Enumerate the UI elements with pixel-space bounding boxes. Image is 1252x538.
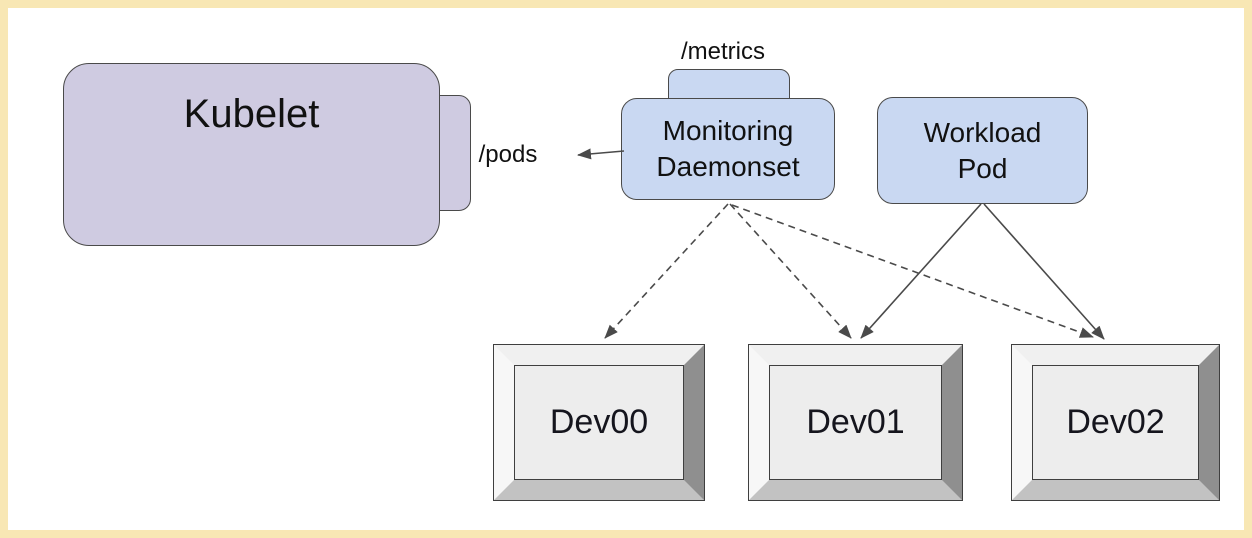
device-bevel xyxy=(1012,345,1219,500)
device-node-dev01: Dev01 xyxy=(748,344,963,501)
kubelet-node: Kubelet xyxy=(63,63,440,246)
daemonset-label-line1: Monitoring xyxy=(662,115,794,146)
workload-pod-node: Workload Pod xyxy=(877,97,1088,204)
metrics-endpoint-label: /metrics xyxy=(681,38,765,65)
device-label: Dev00 xyxy=(514,365,684,480)
workload-label-line1: Workload xyxy=(923,116,1042,148)
device-node-dev00: Dev00 xyxy=(493,344,705,501)
workload-label-line2: Pod xyxy=(957,152,1008,184)
pods-endpoint-label: /pods xyxy=(478,141,538,168)
edge-workload-to-dev02-arrow xyxy=(983,203,1105,340)
monitoring-daemonset-node: Monitoring Daemonset xyxy=(621,98,835,200)
device-bevel xyxy=(494,345,704,500)
edge-daemonset-to-dev02-dashed-arrow xyxy=(731,204,1094,338)
edge-daemonset-to-dev01-dashed-arrow xyxy=(729,203,852,339)
daemonset-label-line2: Daemonset xyxy=(656,151,800,182)
device-label: Dev02 xyxy=(1032,365,1199,480)
edge-daemonset-to-pods-arrow xyxy=(577,148,625,160)
device-label: Dev01 xyxy=(769,365,942,480)
edge-workload-to-dev01-arrow xyxy=(860,203,982,339)
edge-daemonset-to-dev00-dashed-arrow xyxy=(604,203,729,339)
device-bevel xyxy=(749,345,962,500)
device-node-dev02: Dev02 xyxy=(1011,344,1220,501)
kubelet-label: Kubelet xyxy=(183,92,320,136)
